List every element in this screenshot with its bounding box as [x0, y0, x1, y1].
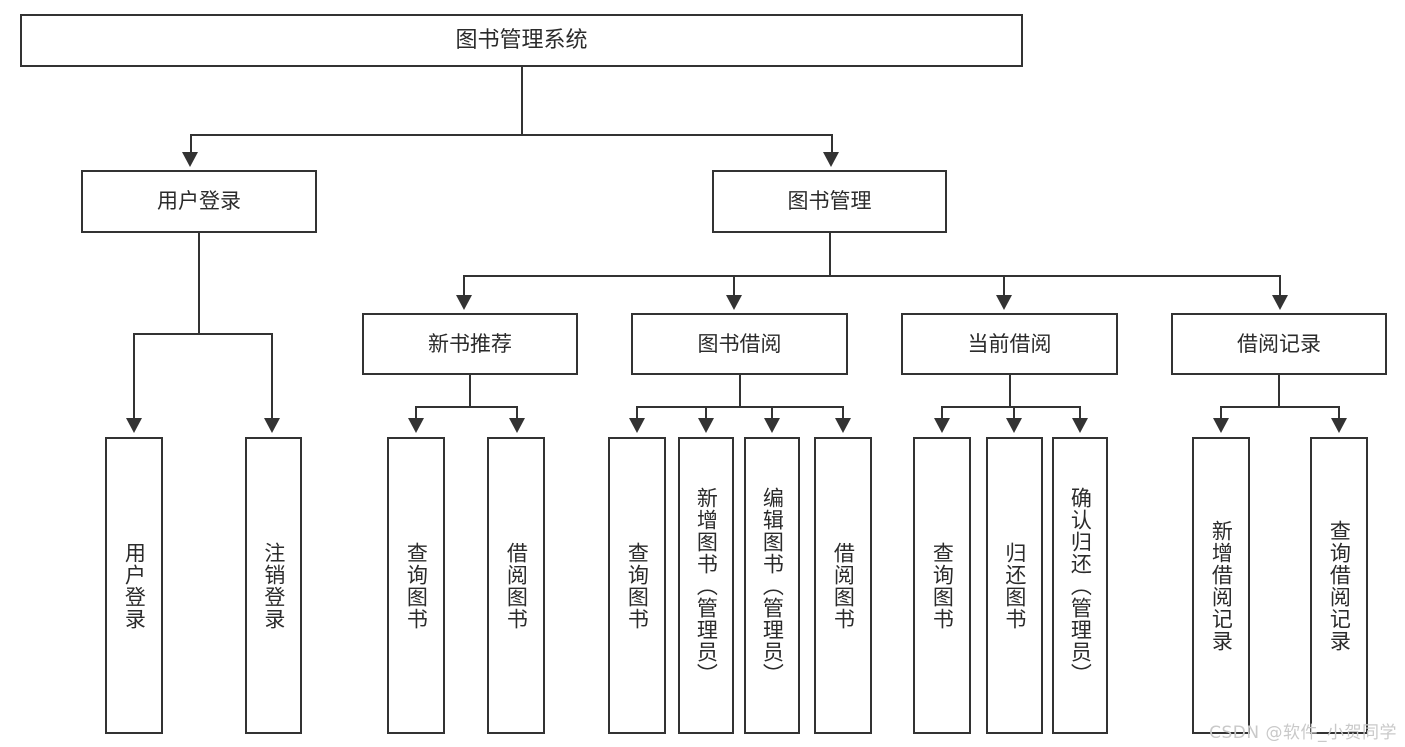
connector-user-login-to-leaf-1	[133, 333, 135, 420]
node-label: 新增借阅记录	[1209, 519, 1234, 652]
connector-root-to-user-login	[190, 134, 192, 155]
node-label: 图书管理	[787, 189, 872, 214]
arrow-book-manage-to-book-borrow	[726, 295, 742, 310]
arrow-user-login-to-leaf-1	[126, 418, 142, 433]
arrow-new-book-rec-to-leaf-2	[509, 418, 525, 433]
connector-book-borrow-to-leaf-1	[636, 406, 638, 420]
connector-user-login-to-leaf-2	[271, 333, 273, 420]
node-label: 图书管理系统	[455, 27, 588, 53]
node-leaf-edit-book-admin[interactable]: 编辑图书（管理员）	[744, 437, 800, 734]
node-label: 编辑图书（管理员）	[760, 486, 785, 685]
connector-book-manage-to-borrow-record	[1279, 275, 1281, 297]
connector-book-borrow-bus	[636, 406, 843, 408]
connector-borrow-record-to-leaf-1	[1220, 406, 1222, 420]
node-label: 借阅记录	[1237, 331, 1321, 356]
connector-current-borrow-stem	[1009, 375, 1011, 408]
node-label: 新书推荐	[428, 331, 512, 356]
arrow-book-manage-to-current-borrow	[996, 295, 1012, 310]
connector-book-manage-to-book-borrow	[733, 275, 735, 297]
node-leaf-add-borrow-record[interactable]: 新增借阅记录	[1192, 437, 1250, 734]
node-label: 用户登录	[122, 541, 147, 630]
node-label: 查询借阅记录	[1327, 519, 1352, 652]
connector-borrow-record-stem	[1278, 375, 1280, 408]
node-user-login[interactable]: 用户登录	[81, 170, 317, 233]
arrow-current-borrow-to-leaf-3	[1072, 418, 1088, 433]
node-leaf-return-book[interactable]: 归还图书	[986, 437, 1043, 734]
node-label: 查询图书	[625, 541, 650, 630]
connector-root-bus	[190, 134, 833, 136]
node-leaf-borrow-book-2[interactable]: 借阅图书	[814, 437, 872, 734]
node-book-manage[interactable]: 图书管理	[712, 170, 947, 233]
arrow-book-borrow-to-leaf-4	[835, 418, 851, 433]
node-leaf-query-book-3[interactable]: 查询图书	[913, 437, 971, 734]
node-book-borrow[interactable]: 图书借阅	[631, 313, 848, 375]
connector-book-borrow-stem	[739, 375, 741, 408]
arrow-borrow-record-to-leaf-2	[1331, 418, 1347, 433]
node-leaf-user-login[interactable]: 用户登录	[105, 437, 163, 734]
node-leaf-borrow-book-1[interactable]: 借阅图书	[487, 437, 545, 734]
connector-book-manage-bus	[463, 275, 1280, 277]
connector-current-borrow-to-leaf-1	[941, 406, 943, 420]
node-label: 用户登录	[157, 189, 241, 214]
node-label: 注销登录	[261, 541, 286, 630]
arrow-book-manage-to-new-book-rec	[456, 295, 472, 310]
node-current-borrow[interactable]: 当前借阅	[901, 313, 1118, 375]
arrow-root-to-user-login	[182, 152, 198, 167]
connector-user-login-bus	[133, 333, 271, 335]
arrow-user-login-to-leaf-2	[264, 418, 280, 433]
arrow-new-book-rec-to-leaf-1	[408, 418, 424, 433]
connector-current-borrow-to-leaf-3	[1079, 406, 1081, 420]
connector-book-manage-stem	[829, 233, 831, 277]
connector-current-borrow-bus	[941, 406, 1080, 408]
node-leaf-query-book-1[interactable]: 查询图书	[387, 437, 445, 734]
arrow-borrow-record-to-leaf-1	[1213, 418, 1229, 433]
node-leaf-add-book-admin[interactable]: 新增图书（管理员）	[678, 437, 734, 734]
node-leaf-confirm-return-admin[interactable]: 确认归还（管理员）	[1052, 437, 1108, 734]
connector-current-borrow-to-leaf-2	[1013, 406, 1015, 420]
node-root-book-management-system[interactable]: 图书管理系统	[20, 14, 1023, 67]
node-label: 借阅图书	[831, 541, 856, 630]
arrow-current-borrow-to-leaf-1	[934, 418, 950, 433]
arrow-book-borrow-to-leaf-2	[698, 418, 714, 433]
connector-root-stem	[521, 67, 523, 135]
node-label: 确认归还（管理员）	[1068, 486, 1093, 685]
connector-new-book-rec-to-leaf-2	[516, 406, 518, 420]
node-borrow-record[interactable]: 借阅记录	[1171, 313, 1387, 375]
node-label: 当前借阅	[967, 331, 1052, 356]
connector-user-login-stem	[198, 233, 200, 334]
node-leaf-user-logout[interactable]: 注销登录	[245, 437, 302, 734]
arrow-root-to-book-manage	[823, 152, 839, 167]
node-label: 归还图书	[1002, 541, 1027, 630]
node-new-book-recommend[interactable]: 新书推荐	[362, 313, 578, 375]
connector-book-borrow-to-leaf-3	[771, 406, 773, 420]
node-leaf-query-book-2[interactable]: 查询图书	[608, 437, 666, 734]
arrow-book-borrow-to-leaf-1	[629, 418, 645, 433]
node-label: 查询图书	[404, 541, 429, 630]
node-label: 新增图书（管理员）	[694, 486, 719, 685]
arrow-book-manage-to-borrow-record	[1272, 295, 1288, 310]
node-label: 查询图书	[930, 541, 955, 630]
connector-new-book-rec-bus	[415, 406, 517, 408]
arrow-book-borrow-to-leaf-3	[764, 418, 780, 433]
connector-book-manage-to-new-book-rec	[463, 275, 465, 297]
arrow-current-borrow-to-leaf-2	[1006, 418, 1022, 433]
connector-borrow-record-to-leaf-2	[1338, 406, 1340, 420]
connector-new-book-rec-to-leaf-1	[415, 406, 417, 420]
connector-book-manage-to-current-borrow	[1003, 275, 1005, 297]
connector-book-borrow-to-leaf-4	[842, 406, 844, 420]
connector-root-to-book-manage	[831, 134, 833, 155]
node-label: 图书借阅	[697, 331, 782, 356]
connector-book-borrow-to-leaf-2	[705, 406, 707, 420]
node-leaf-query-borrow-record[interactable]: 查询借阅记录	[1310, 437, 1368, 734]
connector-new-book-rec-stem	[469, 375, 471, 408]
connector-borrow-record-bus	[1220, 406, 1339, 408]
node-label: 借阅图书	[504, 541, 529, 630]
